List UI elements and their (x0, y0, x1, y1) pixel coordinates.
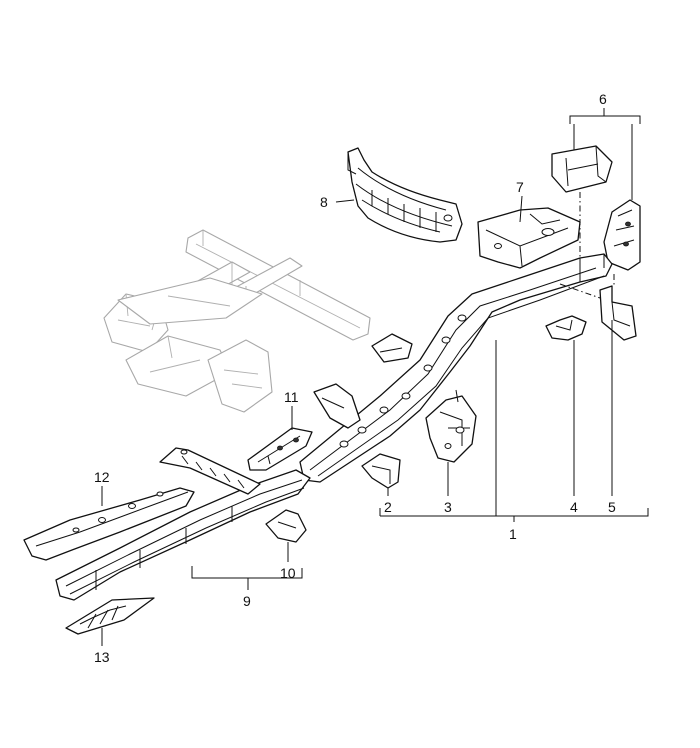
part-1-main-frame-rail (299, 253, 613, 483)
callout-11: 11 (284, 389, 299, 405)
part-8-wheelhouse-bracket (347, 147, 463, 243)
callout-10: 10 (280, 565, 296, 581)
callout-1: 1 (509, 526, 517, 542)
callout-9: 9 (243, 593, 251, 609)
callout-2: 2 (384, 499, 392, 515)
ghost-floor-assembly (103, 229, 371, 413)
part-2-small-bracket (361, 453, 401, 489)
part-13-lower-plate (65, 597, 155, 635)
part-6-channel-set (551, 145, 641, 271)
part-5-angle-bracket (599, 285, 637, 341)
leader-lines (101, 108, 649, 646)
part-12-floor-panel (23, 487, 195, 561)
part-4-clip (545, 315, 587, 341)
callout-8: 8 (320, 194, 328, 210)
callout-4: 4 (570, 499, 578, 515)
callout-3: 3 (444, 499, 452, 515)
callout-12: 12 (94, 469, 110, 485)
callout-13: 13 (94, 649, 110, 665)
part-9-rear-frame-rail (55, 447, 311, 601)
part-7-bracket-plate (477, 207, 581, 269)
part-10-bracket (265, 509, 307, 543)
callout-6: 6 (599, 91, 607, 107)
callout-7: 7 (516, 179, 524, 195)
callout-5: 5 (608, 499, 616, 515)
callout-labels: 1 2 3 4 5 6 7 8 9 10 11 12 13 (94, 91, 616, 665)
part-3-mount-bracket (425, 389, 477, 463)
